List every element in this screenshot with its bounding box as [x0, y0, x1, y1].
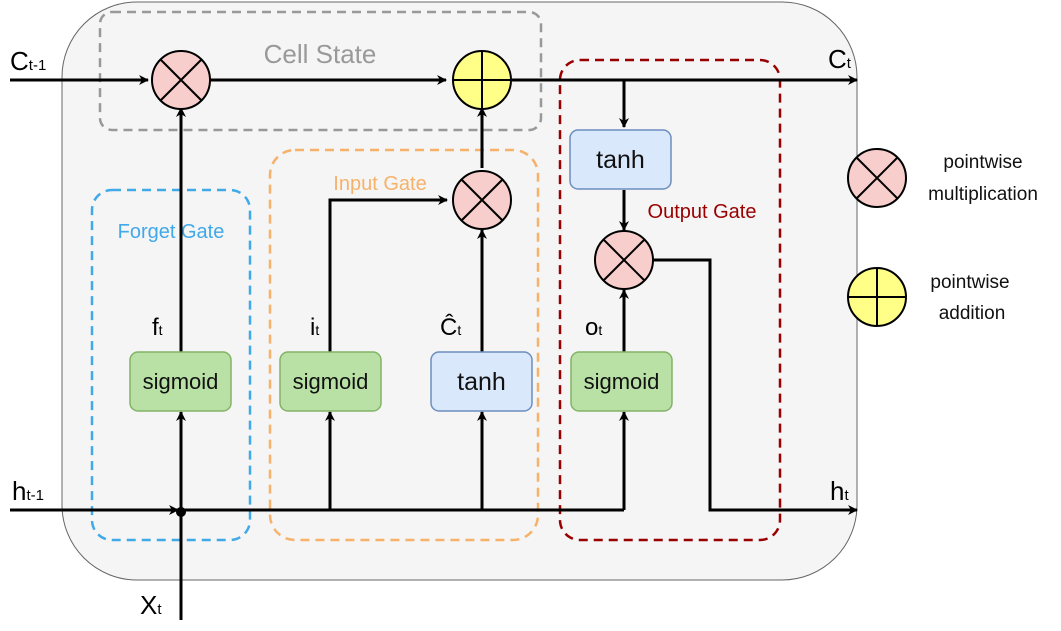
- forget-multiply-op: [151, 50, 211, 110]
- input-gate-region: [268, 148, 540, 542]
- forget-sigmoid-label: sigmoid: [143, 369, 219, 394]
- input-sigmoid-box: sigmoid: [279, 351, 382, 412]
- i-label: it: [310, 314, 319, 341]
- legend-add-line2: addition: [939, 303, 1006, 324]
- output-tanh-label: tanh: [596, 146, 645, 174]
- output-sigmoid-box: sigmoid: [570, 351, 673, 412]
- cell-state-region: [98, 10, 543, 132]
- forget-sigmoid-box: sigmoid: [129, 351, 232, 412]
- cell-state-label: Cell State: [264, 39, 377, 69]
- input-sig-out-line: [328, 195, 448, 352]
- output-tanh-box: tanh: [569, 129, 672, 190]
- cell-add-op: [452, 50, 512, 110]
- junction-dot: [176, 507, 186, 517]
- output-gate-region: [558, 58, 782, 542]
- output-multiply-op: [594, 230, 654, 290]
- forget-gate-label: Forget Gate: [118, 221, 225, 243]
- o-label: ot: [585, 314, 602, 341]
- c-hat-label: Ĉt: [440, 313, 461, 341]
- x-input-label: Xt: [140, 590, 162, 620]
- legend-add-line1: pointwise: [930, 272, 1009, 293]
- input-tanh-box: tanh: [430, 351, 533, 412]
- f-label: ft: [152, 314, 163, 341]
- c-next-label: Ct: [828, 44, 852, 74]
- h-prev-label: ht-1: [12, 476, 44, 506]
- output-sigmoid-label: sigmoid: [584, 369, 660, 394]
- legend-add-icon: [847, 267, 907, 327]
- input-multiply-op: [452, 170, 512, 230]
- legend-multiply-line2: multiplication: [928, 184, 1038, 205]
- forget-gate-region: [90, 188, 252, 542]
- legend-multiply-line1: pointwise: [943, 152, 1022, 173]
- legend-multiply-icon: [847, 148, 907, 208]
- output-gate-label: Output Gate: [648, 201, 757, 223]
- input-sigmoid-label: sigmoid: [293, 369, 369, 394]
- input-tanh-label: tanh: [457, 368, 506, 396]
- h-out-line: [652, 258, 858, 515]
- input-gate-label: Input Gate: [333, 173, 426, 195]
- c-prev-label: Ct-1: [10, 46, 46, 76]
- h-next-label: ht: [830, 476, 849, 506]
